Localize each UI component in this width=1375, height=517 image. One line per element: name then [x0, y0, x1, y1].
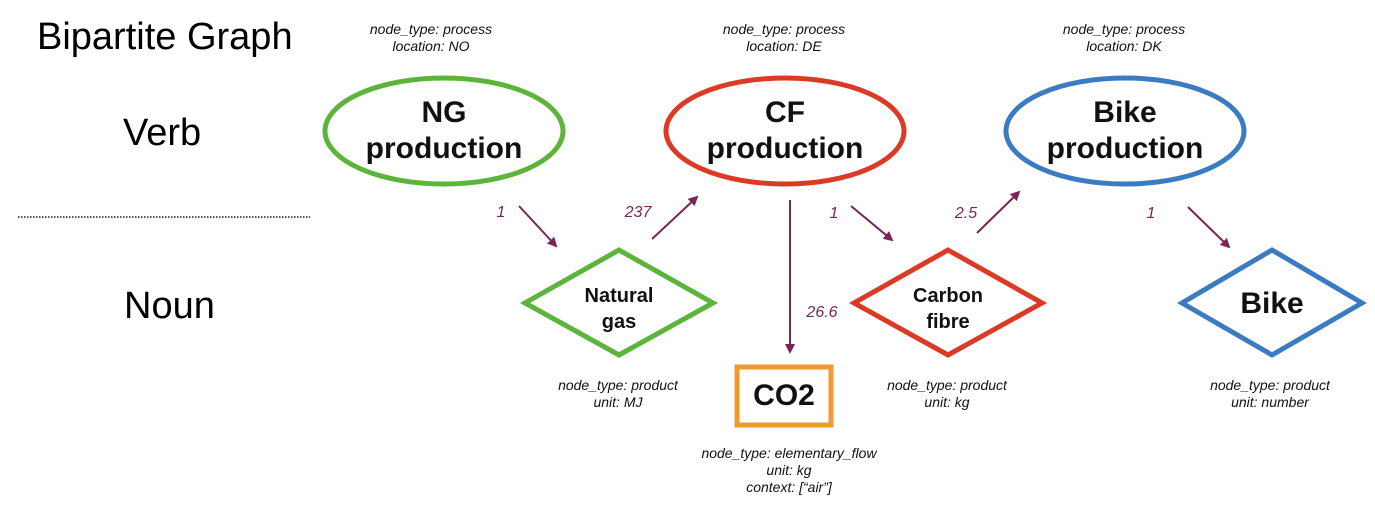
product-natural-gas-line1: Natural: [584, 285, 654, 307]
meta-line: context: [“air”]: [746, 479, 832, 495]
flow-node-co2[interactable]: CO2: [753, 379, 815, 412]
meta-line: node_type: process: [722, 21, 846, 37]
edge-bike-production-to-bike: [1187, 206, 1231, 249]
edge-cf-production-to-carbon-fibre: [850, 205, 894, 242]
flow-co2-metadata: node_type: elementary_flow unit: kg cont…: [701, 445, 876, 496]
process-node-bike-shape[interactable]: [1003, 75, 1247, 187]
meta-line: node_type: process: [1062, 21, 1186, 37]
meta-line: unit: MJ: [593, 394, 643, 410]
edge-natural-gas-to-cf-production: [651, 195, 699, 240]
row-label-noun: Noun: [124, 285, 215, 327]
process-cf-line2: production: [706, 132, 864, 165]
edge-label-ng-to-natural-gas: 1: [496, 204, 506, 221]
process-cf-line1: CF: [764, 96, 805, 129]
process-node-cf-shape[interactable]: [663, 75, 907, 187]
product-node-carbon-fibre[interactable]: Carbon fibre: [913, 283, 983, 335]
edge-label-carbon-fibre-to-bike: 2.5: [954, 205, 978, 222]
product-natural-gas-metadata: node_type: product unit: MJ: [558, 377, 678, 411]
edge-label-cf-to-carbon-fibre: 1: [829, 205, 839, 222]
process-ng-line1: NG: [421, 96, 467, 129]
flow-node-co2-shape[interactable]: [734, 364, 834, 428]
process-ng-metadata: node_type: process location: NO: [370, 21, 492, 55]
meta-line: node_type: product: [887, 377, 1007, 393]
process-node-bike[interactable]: Bike production: [1047, 95, 1204, 167]
product-carbon-fibre-metadata: node_type: product unit: kg: [887, 377, 1007, 411]
meta-line: location: DE: [746, 38, 822, 54]
product-node-carbon-fibre-shape[interactable]: [848, 247, 1048, 358]
edge-carbon-fibre-to-bike-production: [976, 190, 1021, 234]
process-cf-metadata: node_type: process location: DE: [723, 21, 845, 55]
product-natural-gas-line2: gas: [601, 311, 637, 333]
meta-line: node_type: product: [1210, 377, 1330, 393]
edge-label-cf-to-co2: 26.6: [806, 304, 838, 321]
edge-label-natural-gas-to-cf: 237: [624, 204, 652, 221]
diagram-title: Bipartite Graph: [37, 16, 293, 58]
process-bike-metadata: node_type: process location: DK: [1063, 21, 1185, 55]
edge-ng-production-to-natural-gas: [518, 205, 558, 248]
meta-line: node_type: process: [369, 21, 493, 37]
meta-line: unit: kg: [766, 462, 812, 478]
product-bike-metadata: node_type: product unit: number: [1210, 377, 1330, 411]
product-node-bike-shape[interactable]: [1177, 247, 1367, 358]
meta-line: unit: number: [1231, 394, 1309, 410]
process-node-ng-shape[interactable]: [322, 75, 566, 187]
meta-line: location: DK: [1086, 38, 1162, 54]
process-node-cf[interactable]: CF production: [707, 95, 864, 167]
process-ng-line2: production: [365, 132, 523, 165]
product-node-natural-gas[interactable]: Natural gas: [585, 283, 654, 335]
product-carbon-fibre-line2: fibre: [926, 311, 970, 333]
process-bike-line1: Bike: [1093, 96, 1157, 129]
meta-line: location: NO: [392, 38, 470, 54]
product-node-bike[interactable]: Bike: [1240, 287, 1304, 320]
meta-line: node_type: elementary_flow: [701, 445, 877, 461]
meta-line: unit: kg: [924, 394, 970, 410]
process-bike-line2: production: [1046, 132, 1204, 165]
process-node-ng[interactable]: NG production: [366, 95, 523, 167]
product-node-natural-gas-shape[interactable]: [519, 247, 719, 358]
edge-label-bike-production-to-bike: 1: [1146, 205, 1156, 222]
meta-line: node_type: product: [558, 377, 678, 393]
row-label-verb: Verb: [123, 112, 202, 154]
product-carbon-fibre-line1: Carbon: [913, 285, 983, 307]
product-bike-line1: Bike: [1240, 287, 1304, 320]
